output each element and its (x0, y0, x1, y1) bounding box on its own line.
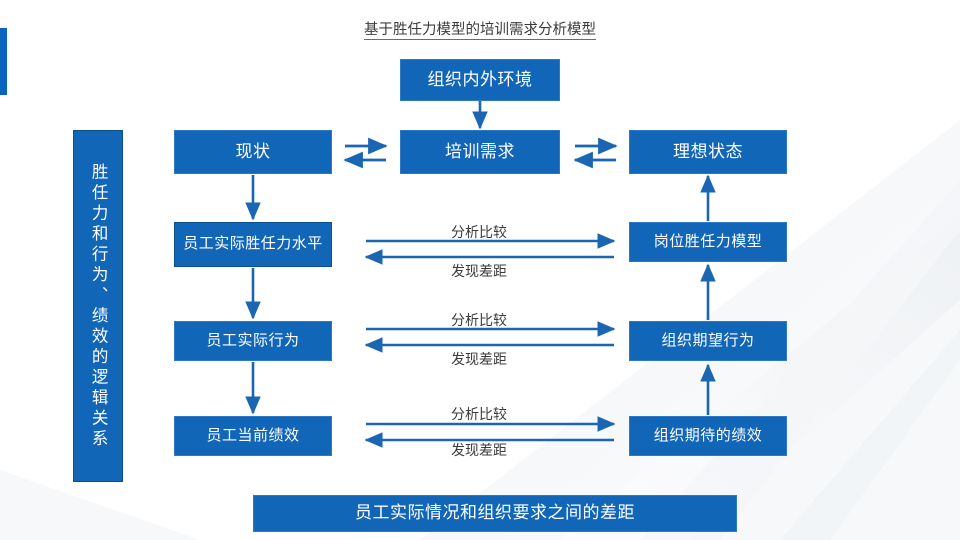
node-org-expected-behavior[interactable]: 组织期望行为 (629, 321, 787, 361)
edge-label-analyze-compare-2: 分析比较 (451, 314, 507, 329)
node-training-need[interactable]: 培训需求 (400, 130, 560, 174)
page-title: 基于胜任力模型的培训需求分析模型 (0, 18, 960, 40)
node-current-state[interactable]: 现状 (174, 130, 332, 174)
node-gap-summary[interactable]: 员工实际情况和组织要求之间的差距 (253, 495, 737, 532)
node-employee-actual-competency[interactable]: 员工实际胜任力水平 (174, 222, 332, 267)
edge-label-analyze-compare-1: 分析比较 (451, 226, 507, 241)
node-organization-environment[interactable]: 组织内外环境 (400, 59, 560, 101)
corner-accent-bar (0, 28, 7, 95)
node-employee-current-performance[interactable]: 员工当前绩效 (174, 416, 332, 456)
node-job-competency-model[interactable]: 岗位胜任力模型 (629, 222, 787, 262)
node-ideal-state[interactable]: 理想状态 (629, 130, 787, 174)
edge-label-analyze-compare-3: 分析比较 (451, 408, 507, 423)
edge-label-find-gap-2: 发现差距 (451, 353, 507, 368)
edge-label-find-gap-3: 发现差距 (451, 444, 507, 459)
side-label-logic-relationship: 胜任力和行为、绩效的逻辑关系 (73, 130, 123, 482)
node-employee-actual-behavior[interactable]: 员工实际行为 (174, 321, 332, 361)
page-title-text: 基于胜任力模型的培训需求分析模型 (364, 22, 596, 40)
edge-label-find-gap-1: 发现差距 (451, 265, 507, 280)
node-org-expected-performance[interactable]: 组织期待的绩效 (629, 416, 787, 456)
